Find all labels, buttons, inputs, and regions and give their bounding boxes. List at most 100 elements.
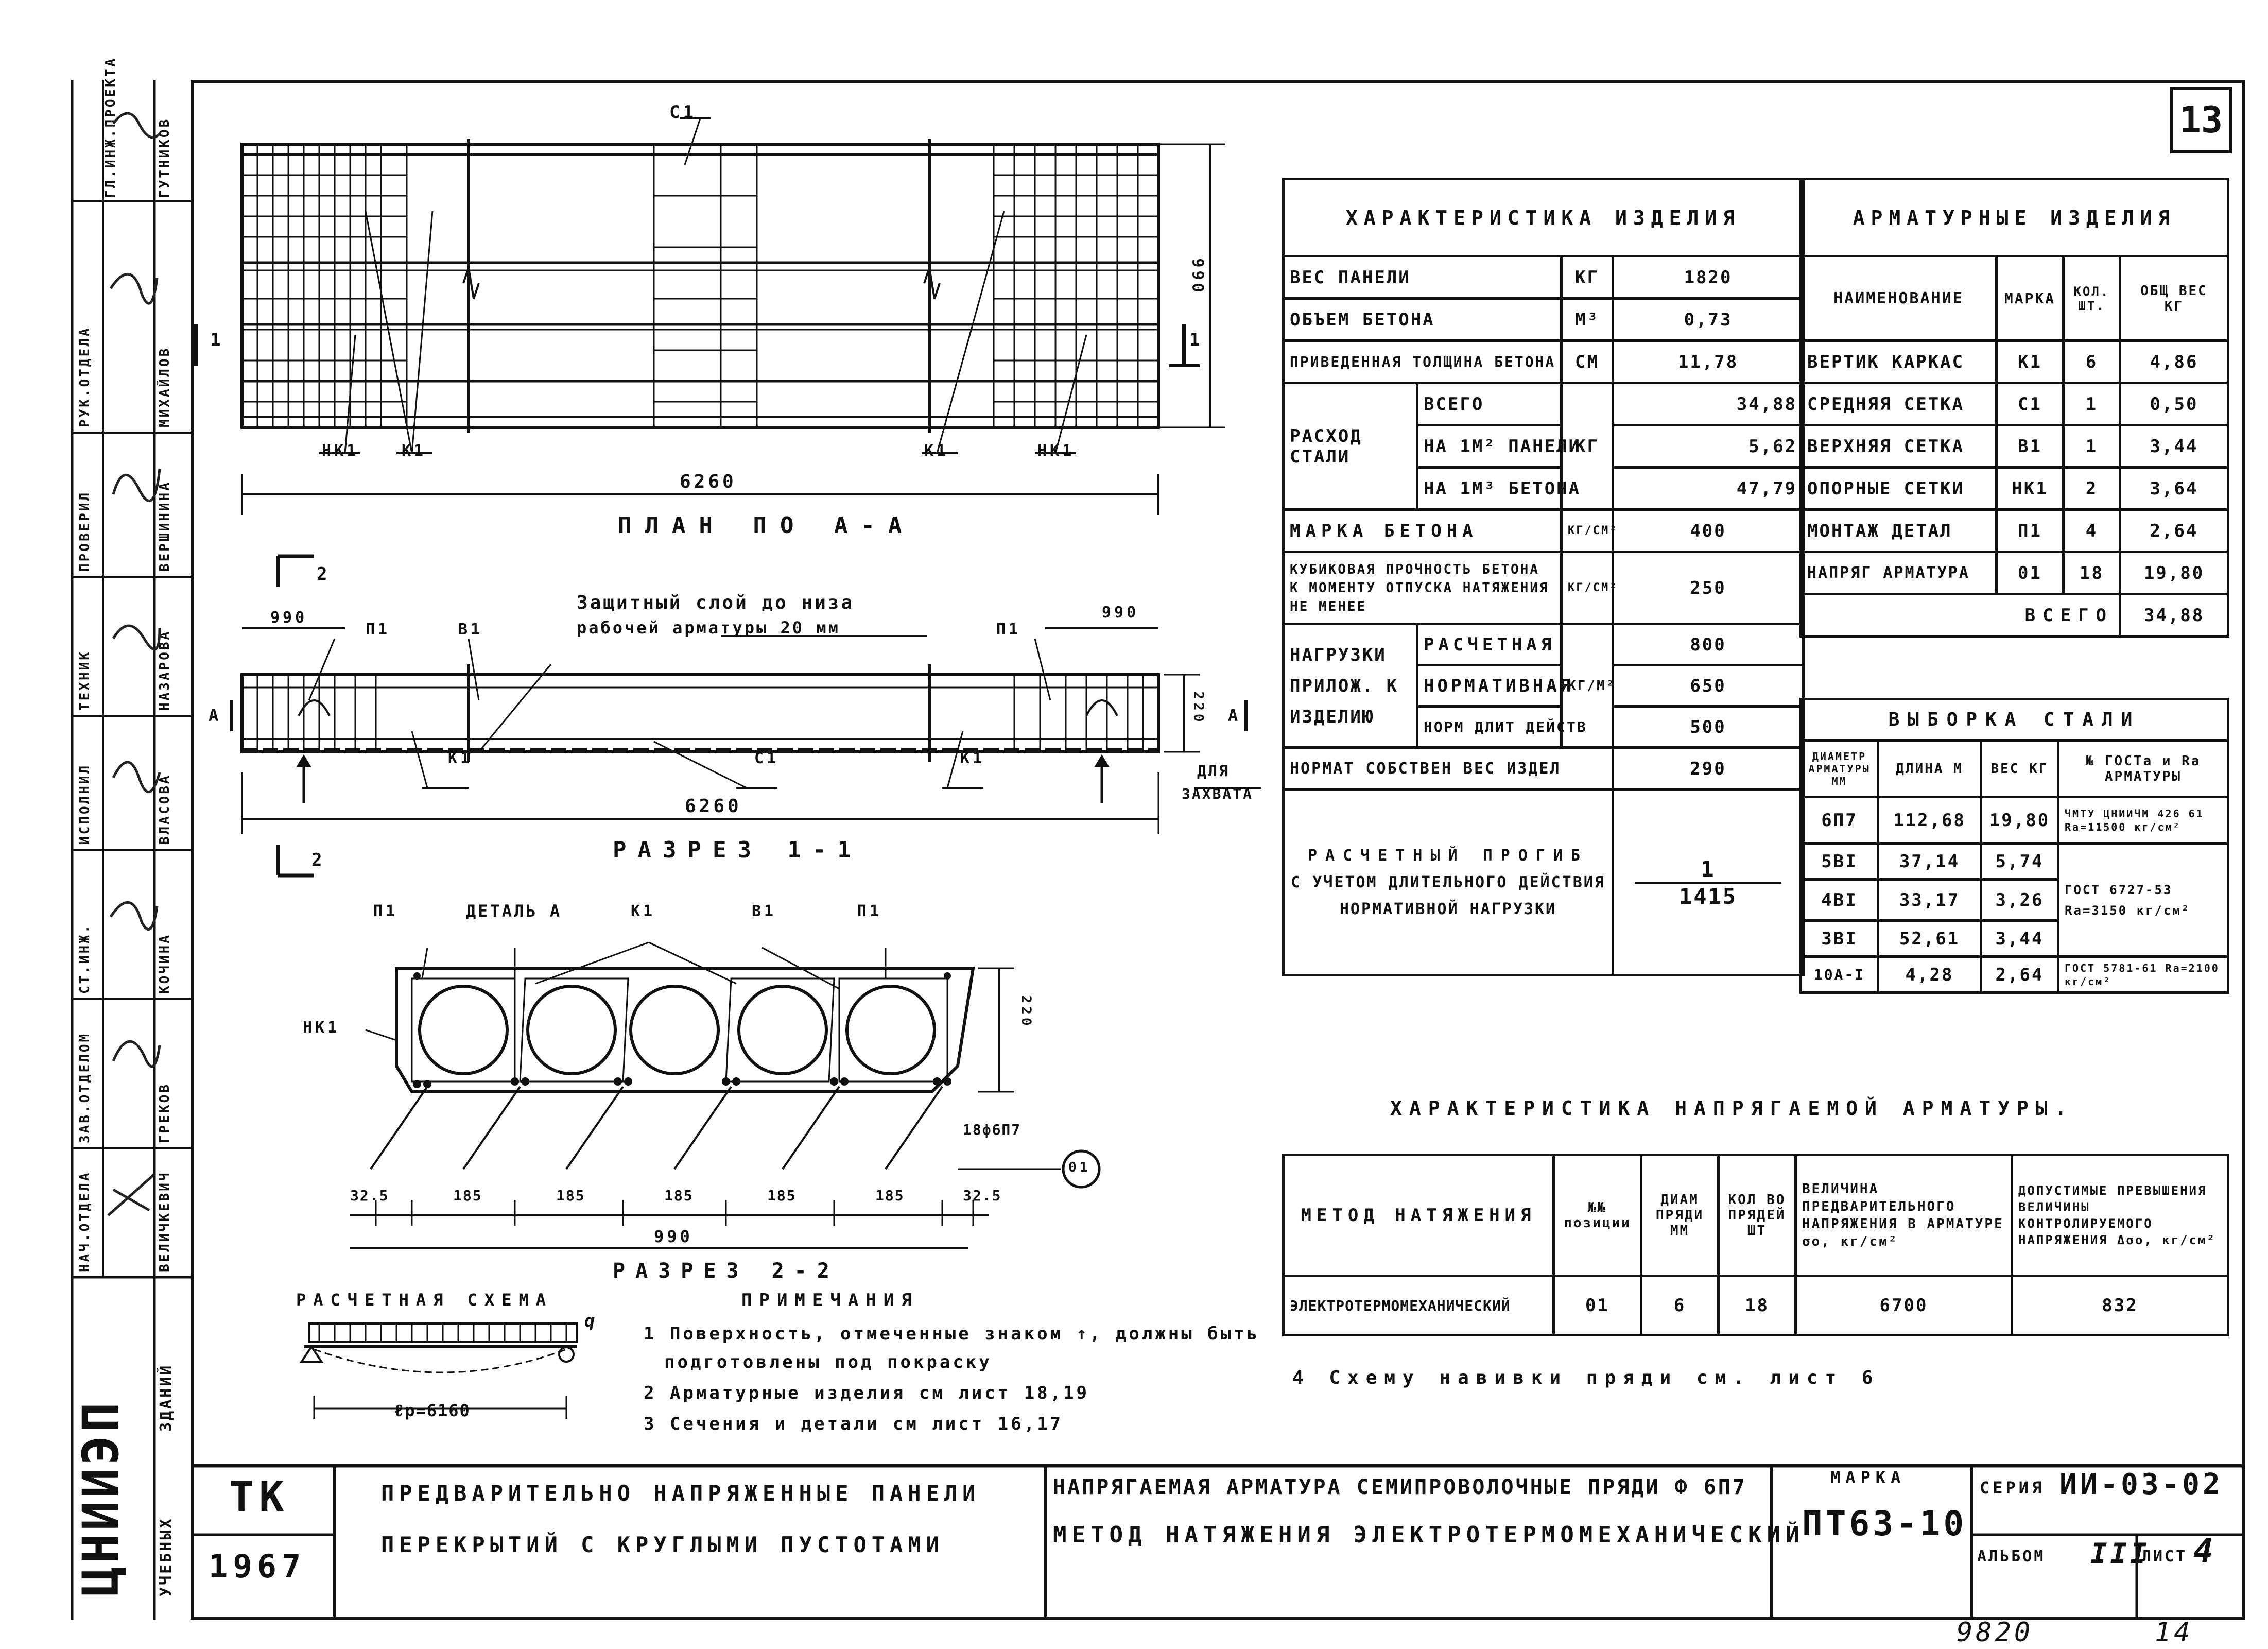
char-row-weight-label: ВЕС ПАНЕЛИ [1282, 255, 1563, 300]
reinf-row4-mark: П1 [1995, 508, 2065, 553]
section11-dim-right: 990 [1102, 604, 1139, 622]
steel-per-m3-label: НА 1М³ БЕТОНА [1416, 466, 1579, 511]
reinf-row1-mark: С1 [1995, 382, 2065, 426]
title-name-2: ПЕРЕКРЫТИЙ С КРУГЛЫМИ ПУСТОТАМИ [381, 1532, 944, 1557]
cube-label-3: НЕ МЕНЕЕ [1290, 598, 1367, 614]
title-desc-1: НАПРЯГАЕМАЯ АРМАТУРА СЕМИПРОВОЛОЧНЫЕ ПРЯ… [1053, 1475, 1747, 1499]
reinf-col-weight: ОБЩ ВЕС КГ [2119, 255, 2229, 342]
steel-per-m3-value: 47,79 [1611, 466, 1805, 511]
section11-mark-bottom: 2 [311, 850, 325, 870]
plan-label-nk1-right: НК1 [1037, 442, 1075, 460]
reinf-row2-qty: 1 [2062, 424, 2121, 469]
reinf-row2-mark: В1 [1995, 424, 2065, 469]
sheet-number: 13 [2179, 99, 2223, 141]
char-row-weight-unit: КГ [1560, 255, 1614, 300]
stamp-role-5: СТ.ИНЖ. [77, 923, 93, 994]
section11-note-line2: рабочей арматуры 20 мм [577, 618, 840, 638]
stamp-role-4: ИСПОЛНИЛ [77, 763, 93, 845]
title-name-1: ПРЕДВАРИТЕЛЬНО НАПРЯЖЕННЫЕ ПАНЕЛИ [381, 1481, 981, 1506]
title-sheet-label: ЛИСТ [2142, 1548, 2188, 1566]
institute-sub-2: ЗДАНИЙ [157, 1363, 175, 1432]
section22-total-dim [350, 1247, 968, 1249]
sample-row0-length: 112,68 [1877, 796, 1982, 845]
note-1-cont: подготовлены под покраску [664, 1352, 992, 1372]
section22-label-detail: ДЕТАЛЬ А [466, 901, 562, 921]
plan-label-nk1-left: НК1 [322, 442, 359, 460]
stamp-role-2: ПРОВЕРИЛ [77, 490, 93, 572]
reinf-row5-name: НАПРЯГ АРМАТУРА [1799, 551, 1998, 595]
section22-label-p1-left: П1 [373, 902, 399, 920]
section22-dim-5: 185 [875, 1187, 905, 1204]
section11-mark-top: 2 [317, 564, 331, 585]
loads-label-3: ИЗДЕЛИЮ [1290, 706, 1375, 727]
tension-row-pos: 01 [1552, 1275, 1642, 1336]
title-mark-label: МАРКА [1830, 1468, 1906, 1487]
title-series: ИИ-03-02 [2059, 1468, 2223, 1501]
sample-row1-length: 37,14 [1877, 842, 1982, 881]
tension-note: 4 Схему навивки пряди см. лист 6 [1292, 1367, 1880, 1388]
scheme-span: ℓp=6160 [394, 1401, 471, 1420]
plan-drawing [194, 117, 1225, 515]
section22-label-p1-right: П1 [857, 902, 882, 920]
reinf-row4-name: МОНТАЖ ДЕТАЛ [1799, 508, 1998, 553]
steel-total-label: ВСЕГО [1416, 382, 1563, 426]
reinf-row2-weight: 3,44 [2119, 424, 2229, 469]
load-calc-label: РАСЧЕТНАЯ [1416, 623, 1563, 666]
section22-total: 990 [654, 1227, 693, 1246]
deflection-label-1: РАСЧЕТНЫЙ ПРОГИБ [1308, 846, 1588, 865]
section11-a-right: А [1228, 706, 1241, 725]
section11-title: РАЗРЕЗ 1-1 [613, 837, 862, 863]
steel-per-m2-value: 5,62 [1611, 424, 1805, 469]
section11-label-b1: В1 [458, 621, 483, 639]
loads-unit: КГ/М² [1560, 623, 1614, 749]
reinf-row3-mark: НК1 [1995, 466, 2065, 511]
deflection-num: 1 [1701, 856, 1716, 882]
title-org: ТК [229, 1473, 289, 1521]
section11-note-line1: Защитный слой до низа [577, 592, 855, 613]
sample-row3-weight: 3,44 [1980, 919, 2059, 958]
sample-gost-1: ГОСТ 6727-53 Ra=3150 кг/см² [2056, 842, 2230, 958]
cube-unit: КГ/СМ² [1560, 551, 1616, 625]
section22-label-nk1: НК1 [303, 1019, 340, 1037]
reinf-col-name: НАИМЕНОВАНИЕ [1799, 255, 1998, 342]
left-strip-lines [71, 80, 191, 1620]
sample-gost-2: ГОСТ 5781-61 Ra=2100 кг/см² [2056, 955, 2230, 994]
steel-unit: КГ [1560, 382, 1614, 511]
plan-title: ПЛАН ПО А-А [618, 512, 915, 539]
sample-row3-length: 52,61 [1877, 919, 1982, 958]
steel-label-1: РАСХОД [1290, 425, 1362, 446]
cube-value: 250 [1611, 551, 1805, 625]
char-row-thickness-unit: СМ [1560, 339, 1614, 384]
institute-name: ЦНИИЭП [72, 1399, 130, 1596]
institute-sub-1: УЧЕБНЫХ [157, 1517, 175, 1596]
sample-row3-diam: 3ВI [1799, 919, 1879, 958]
title-mark: ПТ63-10 [1802, 1504, 1967, 1543]
reinf-row2-name: ВЕРХНЯЯ СЕТКА [1799, 424, 1998, 469]
reinf-row3-qty: 2 [2062, 466, 2121, 511]
reinf-row4-weight: 2,64 [2119, 508, 2229, 553]
tension-col-tolerance: ДОПУСТИМЫЕ ПРЕВЫШЕНИЯ ВЕЛИЧИНЫ КОНТРОЛИР… [2011, 1154, 2229, 1277]
loads-label-1: НАГРУЗКИ [1290, 644, 1387, 665]
section22-dim-0: 32.5 [350, 1187, 389, 1204]
section22-strands: 18ф6П7 [963, 1121, 1022, 1138]
section11-label-c1: С1 [754, 749, 780, 767]
reinf-row4-qty: 4 [2062, 508, 2121, 553]
title-album-label: АЛЬБОМ [1977, 1548, 2046, 1566]
section22-dim-1: 185 [453, 1187, 482, 1204]
tension-table: МЕТОД НАТЯЖЕНИЯ №№ позиции ДИАМ ПРЯДИ ММ… [1282, 1154, 2229, 1336]
sample-row1-weight: 5,74 [1980, 842, 2059, 881]
tension-row-diam: 6 [1640, 1275, 1720, 1336]
sample-col-diam: ДИАМЕТР АРМАТУРЫ ММ [1799, 739, 1879, 798]
scheme-title: РАСЧЕТНАЯ СХЕМА [296, 1290, 553, 1310]
section-2-2-drawing [350, 941, 1101, 1226]
sample-row2-weight: 3,26 [1980, 878, 2059, 922]
note-2: 2 Арматурные изделия см лист 18,19 [644, 1383, 1089, 1403]
reinf-row0-name: ВЕРТИК КАРКАС [1799, 339, 1998, 384]
tension-col-pos: №№ позиции [1552, 1154, 1642, 1277]
sample-row4-diam: 10А-I [1799, 955, 1879, 994]
